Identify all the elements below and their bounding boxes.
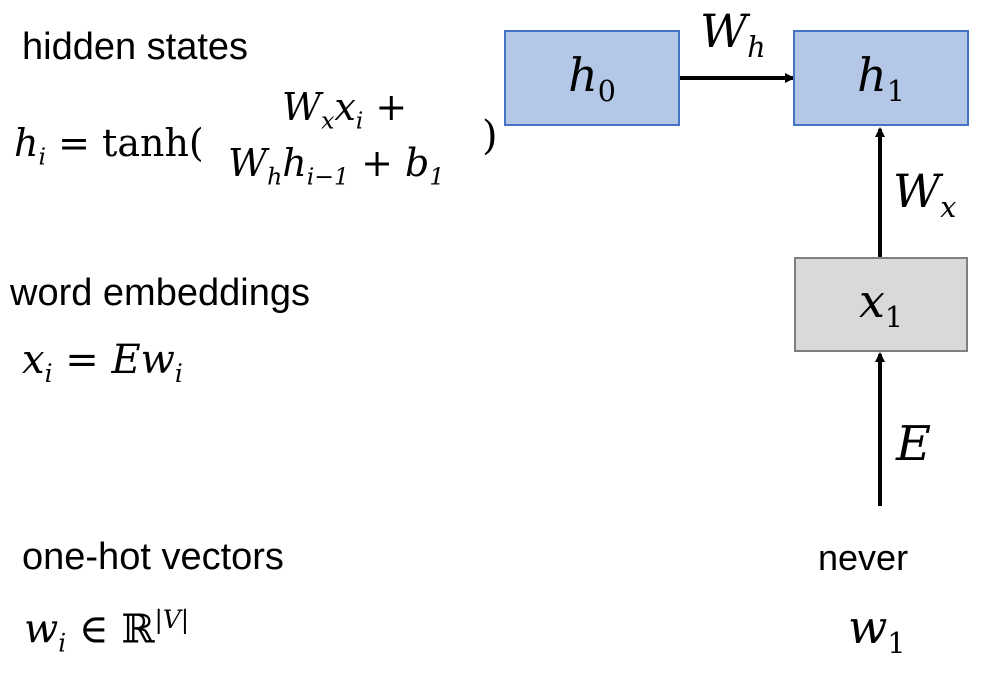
embedding-equation: xi = Ewi bbox=[22, 337, 183, 388]
embedding-x1-box: x1 bbox=[794, 257, 968, 352]
x1-label: x1 bbox=[858, 274, 904, 335]
weight-wx-label: Wx bbox=[893, 164, 957, 225]
word-embeddings-label: word embeddings bbox=[10, 272, 310, 314]
one-hot-equation: wi ∈ ℝ|V| bbox=[24, 605, 190, 658]
hidden-state-equation: hi = tanh( Wxxi + Whhi−1 + b1 ) bbox=[14, 85, 498, 191]
one-hot-vectors-label: one-hot vectors bbox=[22, 536, 284, 578]
hidden-state-h1-box: h1 bbox=[793, 30, 969, 126]
input-word-never: never bbox=[818, 537, 909, 578]
embedding-matrix-e-label: E bbox=[896, 416, 932, 472]
one-hot-w1-label: w1 bbox=[848, 600, 906, 661]
hidden-states-label: hidden states bbox=[22, 26, 249, 68]
weight-wh-label: Wh bbox=[700, 4, 766, 65]
h1-label: h1 bbox=[857, 47, 905, 109]
h0-label: h0 bbox=[568, 47, 616, 109]
hidden-state-h0-box: h0 bbox=[504, 30, 680, 126]
